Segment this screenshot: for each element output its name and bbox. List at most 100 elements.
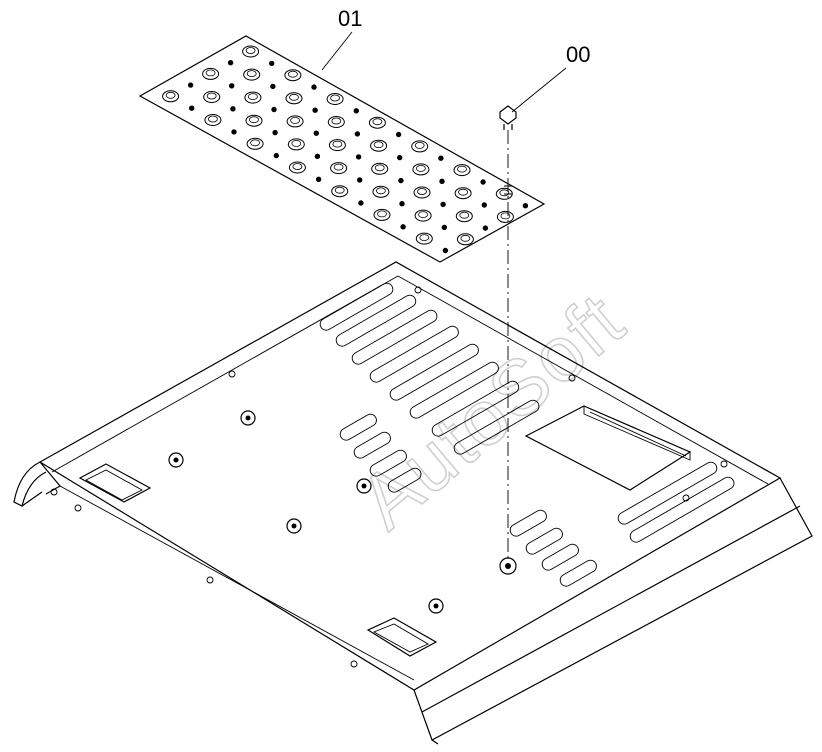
perforation-hole: [230, 106, 236, 112]
mounting-bosses: [168, 410, 517, 614]
perforation-dimple-inner: [499, 189, 510, 197]
handle-pocket-right: [366, 617, 438, 657]
perforation-dimple-inner: [292, 163, 303, 170]
perforation-hole: [357, 177, 363, 183]
perforation-dimple-inner: [330, 94, 341, 102]
rectangular-recess: [524, 405, 692, 491]
perforation-holes: [162, 45, 529, 254]
perforation-dimple: [246, 137, 264, 150]
perforation-dimple-inner: [165, 91, 176, 99]
perforation-hole: [398, 177, 404, 184]
perforation-dimple-inner: [245, 47, 256, 54]
small-holes: [50, 286, 728, 668]
perforation-dimple-inner: [417, 188, 427, 195]
perforation-hole: [312, 107, 318, 113]
perforation-dimple: [284, 69, 302, 82]
perforation-dimple-inner: [457, 165, 467, 173]
perforation-dimple: [411, 140, 429, 153]
perforation-dimple: [496, 210, 514, 223]
perforation-hole: [313, 130, 319, 136]
perforation-dimple: [288, 161, 306, 174]
perforation-dimple-inner: [377, 210, 387, 218]
perforation-dimple: [327, 116, 345, 128]
perforation-hole: [438, 155, 444, 161]
perforation-dimple: [287, 138, 305, 151]
perforation-dimple: [243, 68, 261, 81]
perforation-dimple-inner: [460, 234, 471, 242]
handle-pocket-left: [78, 463, 152, 503]
perforation-dimple: [162, 90, 180, 103]
perforation-hole: [271, 106, 277, 113]
perforation-dimple: [412, 163, 430, 176]
perforation-dimple: [453, 164, 471, 177]
perforation-dimple-inner: [246, 70, 257, 77]
perforation-hole: [229, 83, 235, 89]
perforation-hole: [227, 60, 234, 66]
perforation-dimple-inner: [419, 234, 430, 242]
perforation-dimple-inner: [249, 116, 259, 124]
perforation-dimple: [330, 162, 348, 175]
perforation-hole: [481, 202, 487, 208]
perforation-hole: [441, 224, 447, 231]
perforation-hole: [395, 131, 402, 138]
perforation-hole: [480, 179, 486, 185]
vent-slots-right: [617, 461, 735, 543]
perforation-dimple: [204, 114, 222, 126]
perforation-hole: [358, 200, 364, 206]
perforation-dimple: [414, 209, 432, 222]
perforation-hole: [400, 224, 406, 230]
vent-slots-short-left: [339, 413, 422, 493]
perforation-dimple-inner: [459, 211, 470, 219]
perforation-dimple-inner: [375, 187, 386, 195]
perforation-dimple: [455, 210, 473, 223]
perforation-dimple-inner: [374, 164, 385, 172]
perforation-dimple: [202, 67, 220, 80]
perforation-dimple-inner: [250, 139, 261, 147]
perforation-dimple-inner: [333, 163, 344, 171]
perforation-dimple-inner: [207, 115, 218, 123]
perforation-dimple: [454, 187, 472, 200]
perforation-dimple: [326, 93, 344, 105]
perforation-hole: [315, 176, 322, 183]
perforation-dimple: [373, 208, 391, 221]
perforation-hole: [353, 108, 359, 114]
floor-plate: [13, 261, 813, 745]
perforation-dimple-inner: [290, 117, 301, 124]
perforation-dimple-inner: [458, 188, 469, 196]
perforation-dimple: [242, 45, 260, 58]
perforation-dimple: [285, 92, 303, 105]
perforation-dimple-inner: [414, 141, 425, 149]
perforation-hole: [311, 84, 317, 90]
perforation-dimple: [203, 91, 221, 103]
perforation-dimple: [495, 187, 513, 200]
perforation-hole: [440, 201, 446, 208]
perforation-dimple: [331, 185, 349, 198]
perforation-hole: [442, 247, 449, 254]
perforation-dimple: [456, 233, 474, 246]
perforation-hole: [314, 153, 321, 160]
perforation-dimple-inner: [331, 117, 342, 125]
perforation-dimple-inner: [291, 139, 302, 147]
perforation-dimple: [328, 139, 346, 152]
perforation-dimple-inner: [332, 140, 343, 148]
perforation-dimple-inner: [205, 69, 216, 77]
perforation-dimple-inner: [415, 164, 426, 172]
perforation-dimple: [245, 114, 263, 127]
callout-01: 01: [321, 6, 362, 71]
perforation-dimple: [415, 232, 433, 245]
callout-00: 00: [511, 42, 590, 113]
perforated-plate: [138, 35, 546, 263]
perforation-dimple: [372, 185, 390, 198]
callout-label-01: 01: [338, 6, 362, 31]
perforation-hole: [272, 129, 278, 136]
perforation-dimple-inner: [334, 186, 345, 194]
perforation-hole: [397, 154, 403, 161]
perforation-dimple: [370, 139, 388, 152]
perforation-dimple: [413, 186, 431, 199]
perforation-hole: [231, 129, 237, 135]
perforation-dimple-inner: [372, 118, 383, 126]
perforation-dimple-inner: [418, 211, 429, 219]
perforation-dimple: [244, 91, 262, 104]
perforation-hole: [270, 83, 276, 90]
